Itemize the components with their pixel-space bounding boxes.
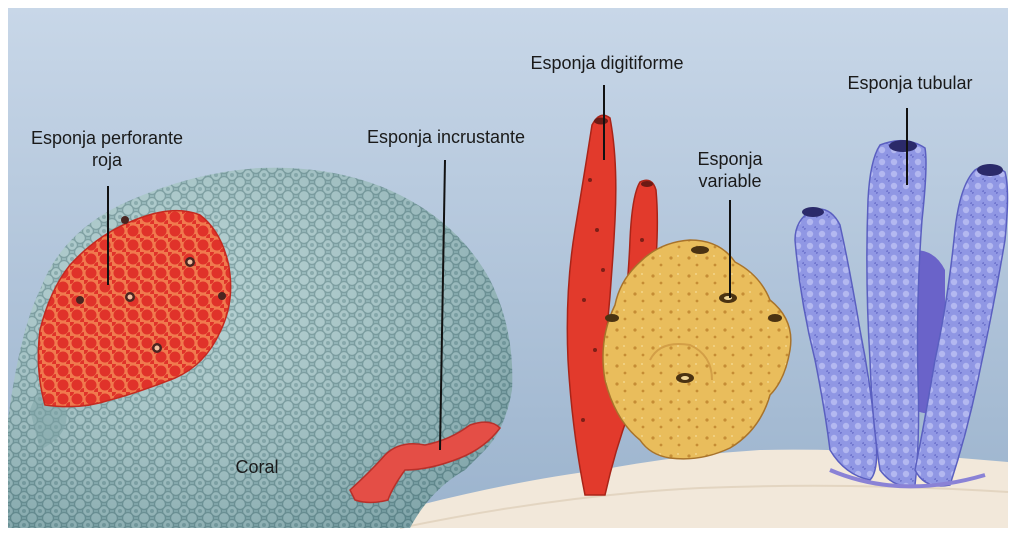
label-incrustante-text: Esponja incrustante [338, 126, 554, 148]
label-digitiforme-text: Esponja digitiforme [500, 52, 714, 74]
label-esponja-tubular: Esponja tubular [820, 72, 1000, 94]
label-esponja-digitiforme: Esponja digitiforme [500, 52, 714, 74]
label-variable-line1: Esponja [665, 148, 795, 170]
label-esponja-perforante-roja: Esponja perforante roja [8, 127, 206, 171]
label-perforante-line1: Esponja perforante [8, 127, 206, 149]
label-esponja-incrustante: Esponja incrustante [338, 126, 554, 148]
label-esponja-variable: Esponja variable [665, 148, 795, 192]
label-variable-line2: variable [665, 170, 795, 192]
label-coral-text: Coral [222, 456, 292, 478]
label-perforante-line2: roja [8, 149, 206, 171]
label-tubular-text: Esponja tubular [820, 72, 1000, 94]
label-coral: Coral [222, 456, 292, 478]
